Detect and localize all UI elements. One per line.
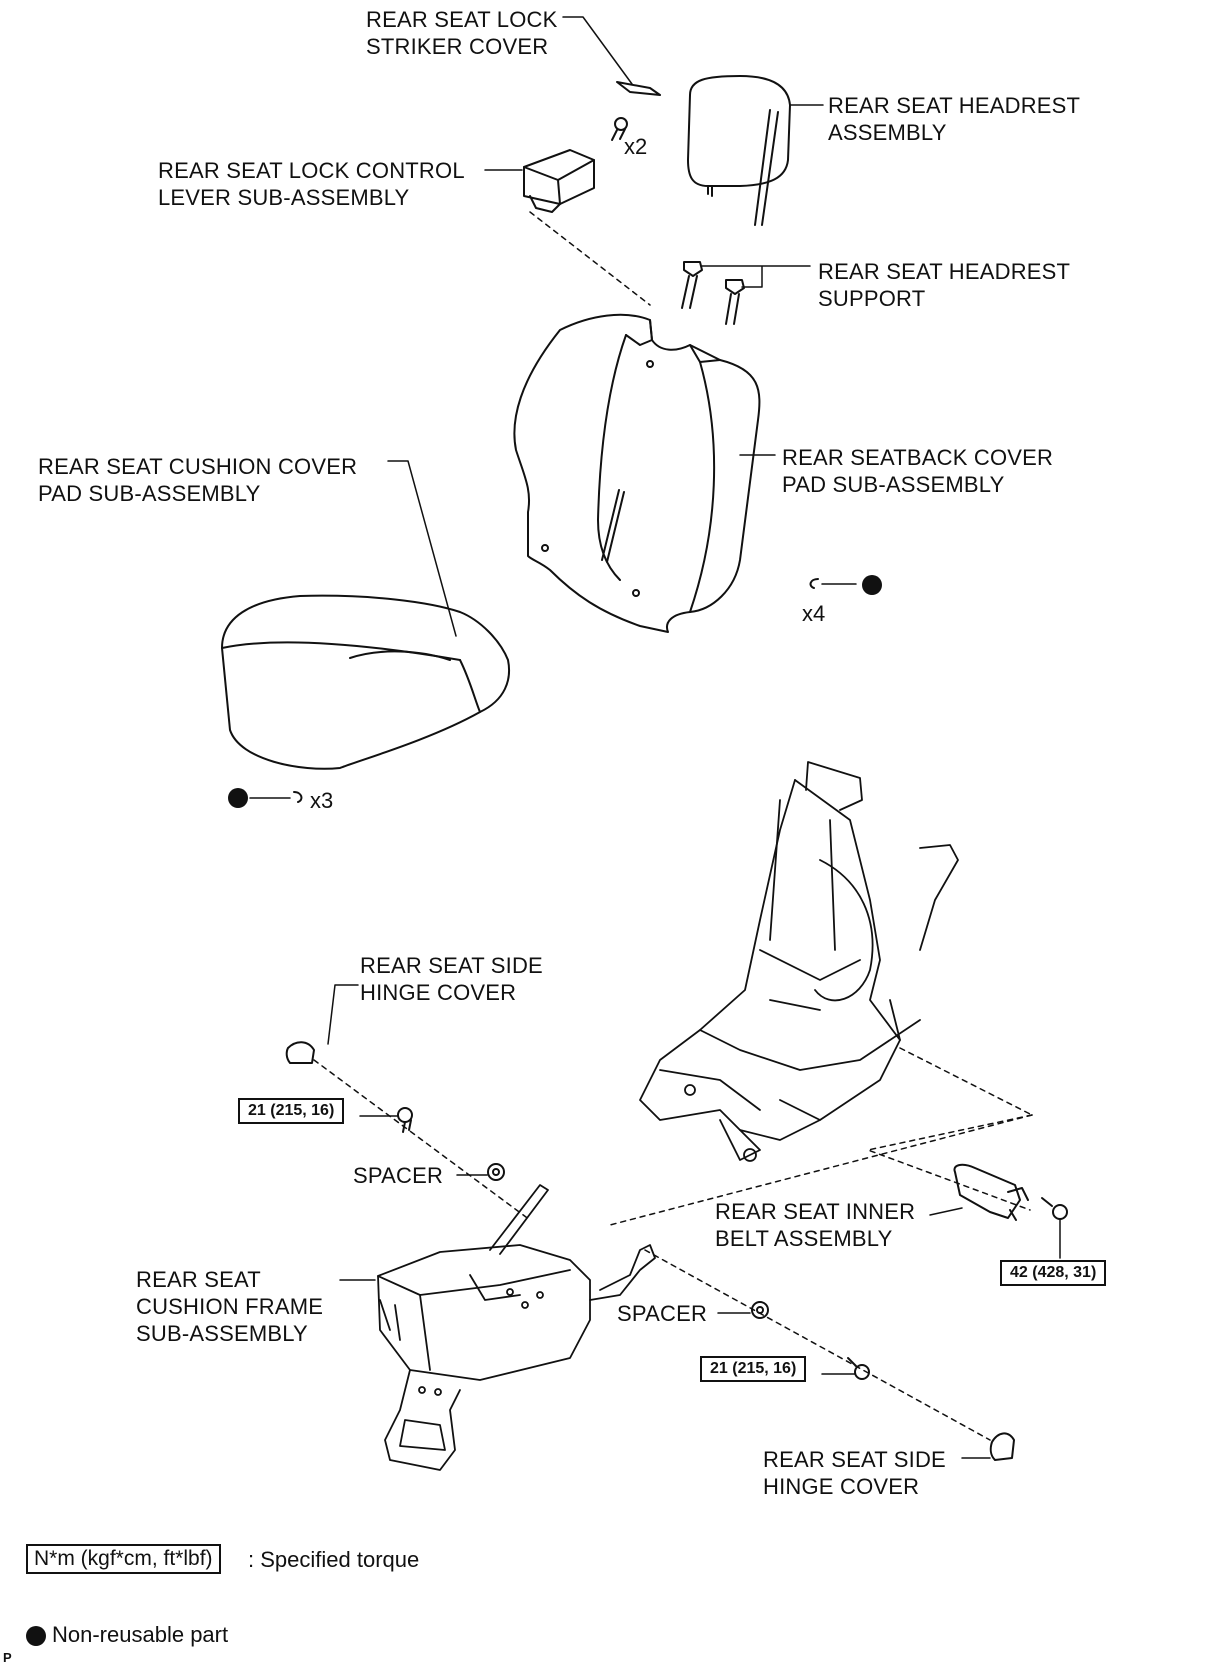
belt-bolt-part <box>1041 1197 1068 1220</box>
label-side-hinge-cover-lower: REAR SEAT SIDE HINGE COVER <box>763 1447 946 1499</box>
label-headrest-assembly: REAR SEAT HEADREST ASSEMBLY <box>828 93 1081 145</box>
leader-inner-belt <box>929 1207 963 1216</box>
legend-torque-text: : Specified torque <box>248 1547 420 1572</box>
nonreusable-mark-x3 <box>228 788 248 808</box>
spacer-left-part <box>487 1163 505 1181</box>
label-spacer-left: SPACER <box>353 1163 444 1188</box>
label-cushion-cover-pad: REAR SEAT CUSHION COVER PAD SUB-ASSEMBLY <box>38 454 358 506</box>
cushion-frame-part <box>377 1184 656 1471</box>
seatback-cover-part <box>513 313 761 633</box>
screw-part <box>611 117 628 141</box>
leader-headrest-support <box>701 265 811 288</box>
hinge-cover-lower-part <box>989 1432 1015 1461</box>
cushion-cover-part <box>221 594 510 770</box>
label-lock-control-lever: REAR SEAT LOCK CONTROL LEVER SUB-ASSEMBL… <box>158 158 465 210</box>
label-seatback-cover-pad: REAR SEATBACK COVER PAD SUB-ASSEMBLY <box>782 445 1054 497</box>
qty-hog-ring-x4: x4 <box>802 601 826 626</box>
legend-nonreusable-text: Non-reusable part <box>52 1622 229 1647</box>
leader-cushion-cover <box>387 460 457 637</box>
label-spacer-right: SPACER <box>617 1301 708 1326</box>
hog-ring-x3 <box>249 791 303 803</box>
legend-torque-box: N*m (kgf*cm, ft*lbf) <box>26 1544 221 1574</box>
qty-screw-x2: x2 <box>624 134 648 159</box>
torque-belt-bolt: 42 (428, 31) <box>1000 1260 1107 1286</box>
dashed-hinge-left <box>313 1059 531 1221</box>
dashed-frame-right-lower <box>609 1114 1033 1226</box>
striker-cover-part <box>616 81 661 96</box>
leader-striker-cover <box>562 16 633 85</box>
seat-frame-part <box>639 761 959 1162</box>
dashed-right-hinge <box>644 1249 991 1441</box>
corner-mark: P <box>3 1650 12 1665</box>
qty-hog-ring-x3: x3 <box>310 788 334 813</box>
lock-control-lever-part <box>523 149 595 213</box>
right-bolt-part <box>847 1357 870 1380</box>
label-striker-cover: REAR SEAT LOCK STRIKER COVER <box>366 7 558 59</box>
headrest-support-part <box>681 261 745 325</box>
torque-right-bolt: 21 (215, 16) <box>700 1356 807 1382</box>
left-bolt-part <box>397 1107 413 1133</box>
legend-nonreusable-icon <box>26 1626 46 1646</box>
dashed-lever-seatback <box>529 211 651 306</box>
nonreusable-mark-x4 <box>862 575 882 595</box>
inner-belt-part <box>953 1163 1029 1221</box>
label-inner-belt: REAR SEAT INNER BELT ASSEMBLY <box>715 1199 916 1251</box>
leader-hinge-upper <box>327 984 359 1045</box>
hog-ring-x4 <box>809 578 857 589</box>
headrest-part <box>687 75 791 226</box>
label-headrest-support: REAR SEAT HEADREST SUPPORT <box>818 259 1071 311</box>
label-cushion-frame: REAR SEAT CUSHION FRAME SUB-ASSEMBLY <box>136 1267 324 1346</box>
dashed-frame-right <box>899 1047 1033 1116</box>
label-side-hinge-cover-upper: REAR SEAT SIDE HINGE COVER <box>360 953 543 1005</box>
hinge-cover-upper-part <box>285 1041 315 1064</box>
torque-left-bolt: 21 (215, 16) <box>238 1098 345 1124</box>
dashed-frame-belt <box>867 1114 1033 1211</box>
